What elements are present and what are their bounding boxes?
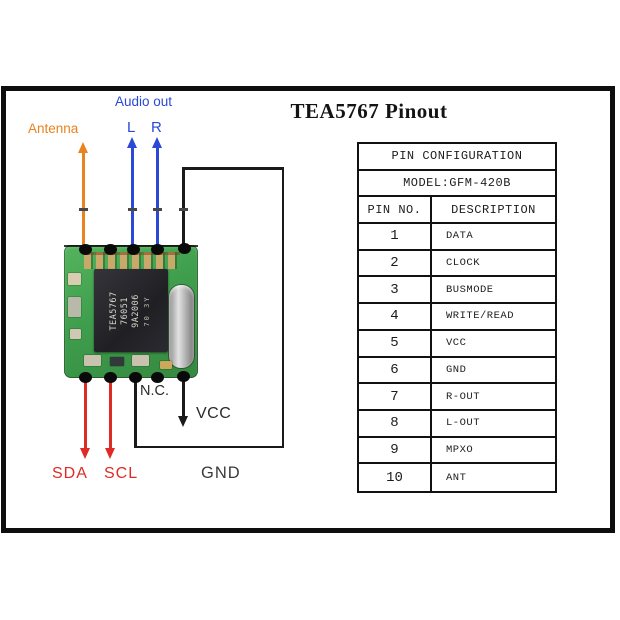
audio-left-label: L — [127, 119, 136, 136]
pin-description: ANT — [446, 471, 467, 484]
audio-right-arrow — [156, 147, 159, 248]
crystal-oscillator — [169, 285, 194, 368]
table-row: 9 MPXO — [359, 437, 555, 465]
vcc-arrow — [182, 381, 185, 417]
pin-number: 4 — [359, 304, 432, 329]
wire-tick — [152, 208, 162, 211]
pin-pad-dot — [150, 243, 164, 255]
pin-number: 2 — [359, 250, 432, 276]
page-title: TEA5767 Pinout — [290, 99, 448, 123]
audio-out-label: Audio out — [115, 94, 173, 109]
table-row: 5 VCC — [359, 330, 555, 358]
pin-description: GND — [446, 363, 467, 376]
smd-component — [68, 273, 81, 285]
pin-number: 5 — [359, 330, 432, 356]
table-row: 7 R-OUT — [359, 384, 555, 411]
table-model: MODEL:GFM-420B — [403, 176, 511, 191]
pin-number: 9 — [359, 437, 432, 463]
solder-pads — [84, 252, 180, 269]
audio-left-arrowhead-icon — [126, 137, 137, 148]
pin-pad-dot — [103, 371, 117, 383]
pin-description: WRITE/READ — [446, 310, 515, 323]
gnd-label: GND — [201, 464, 241, 482]
ic-marking: TEA5767 76051 9A2006 70 3Y — [109, 290, 151, 331]
scl-arrowhead-icon — [104, 448, 115, 459]
sda-label: SDA — [52, 465, 88, 482]
pin-description: VCC — [446, 337, 467, 350]
table-title: PIN CONFIGURATION — [391, 149, 523, 164]
pin-pad-dot — [128, 371, 142, 383]
smd-component — [132, 355, 149, 366]
antenna-label: Antenna — [28, 121, 79, 136]
antenna-arrowhead-icon — [77, 142, 88, 153]
pin-description: CLOCK — [446, 257, 481, 270]
pin-description: L-OUT — [446, 417, 481, 430]
ic-chip: TEA5767 76051 9A2006 70 3Y — [94, 269, 168, 352]
sda-arrow — [84, 381, 87, 449]
pin-pad-dot — [126, 243, 140, 255]
smd-component — [84, 355, 101, 366]
audio-right-label: R — [151, 119, 162, 136]
sda-arrowhead-icon — [79, 448, 90, 459]
table-row: 4 WRITE/READ — [359, 304, 555, 331]
table-row: 10 ANT — [359, 464, 555, 491]
wire-tick — [78, 208, 88, 211]
pin-number: 7 — [359, 384, 432, 409]
pin-number: 8 — [359, 410, 432, 436]
table-title-row: PIN CONFIGURATION — [359, 144, 555, 171]
table-column-header-row: PIN NO. DESCRIPTION — [359, 197, 555, 225]
pin-number: 3 — [359, 277, 432, 303]
pin-description: BUSMODE — [446, 283, 494, 296]
vcc-arrowhead-icon — [177, 416, 188, 427]
pin-number: 6 — [359, 357, 432, 383]
pin-table: PIN CONFIGURATION MODEL:GFM-420B PIN NO.… — [357, 142, 557, 493]
table-row: 3 BUSMODE — [359, 277, 555, 305]
pin-pad-dot — [150, 371, 164, 383]
col-header-description: DESCRIPTION — [451, 202, 536, 217]
pin-description: MPXO — [446, 443, 474, 456]
table-row: 2 CLOCK — [359, 250, 555, 278]
antenna-arrow — [82, 152, 85, 248]
wire-tick — [127, 208, 137, 211]
col-header-pin: PIN NO. — [359, 197, 432, 223]
pin-pad-dot — [103, 243, 117, 255]
pin-description: DATA — [446, 230, 474, 243]
audio-left-arrow — [131, 147, 134, 248]
pin-number: 1 — [359, 224, 432, 249]
gnd-wire-segment — [182, 167, 284, 170]
scl-arrow — [109, 381, 112, 449]
pin-number: 10 — [359, 464, 432, 491]
gnd-wire-segment — [134, 445, 284, 448]
nc-label: N.C. — [140, 383, 169, 399]
audio-right-arrowhead-icon — [151, 137, 162, 148]
pin-pad-dot — [177, 242, 191, 254]
gnd-wire-segment — [134, 378, 137, 448]
table-row: 6 GND — [359, 357, 555, 385]
module-photo: TEA5767 76051 9A2006 70 3Y — [64, 245, 198, 378]
table-row: 8 L-OUT — [359, 410, 555, 438]
pin-description: R-OUT — [446, 390, 481, 403]
smd-component — [110, 357, 124, 366]
pin-pad-dot — [78, 243, 92, 255]
pin-pad-dot — [176, 370, 190, 382]
table-model-row: MODEL:GFM-420B — [359, 171, 555, 198]
gnd-wire-segment — [281, 167, 284, 448]
pin-pad-dot — [78, 371, 92, 383]
smd-component — [160, 361, 172, 369]
table-row: 1 DATA — [359, 224, 555, 251]
scl-label: SCL — [104, 465, 139, 482]
smd-component — [68, 297, 81, 317]
wire-tick — [178, 208, 188, 211]
smd-component — [70, 329, 81, 339]
vcc-label: VCC — [196, 405, 232, 422]
